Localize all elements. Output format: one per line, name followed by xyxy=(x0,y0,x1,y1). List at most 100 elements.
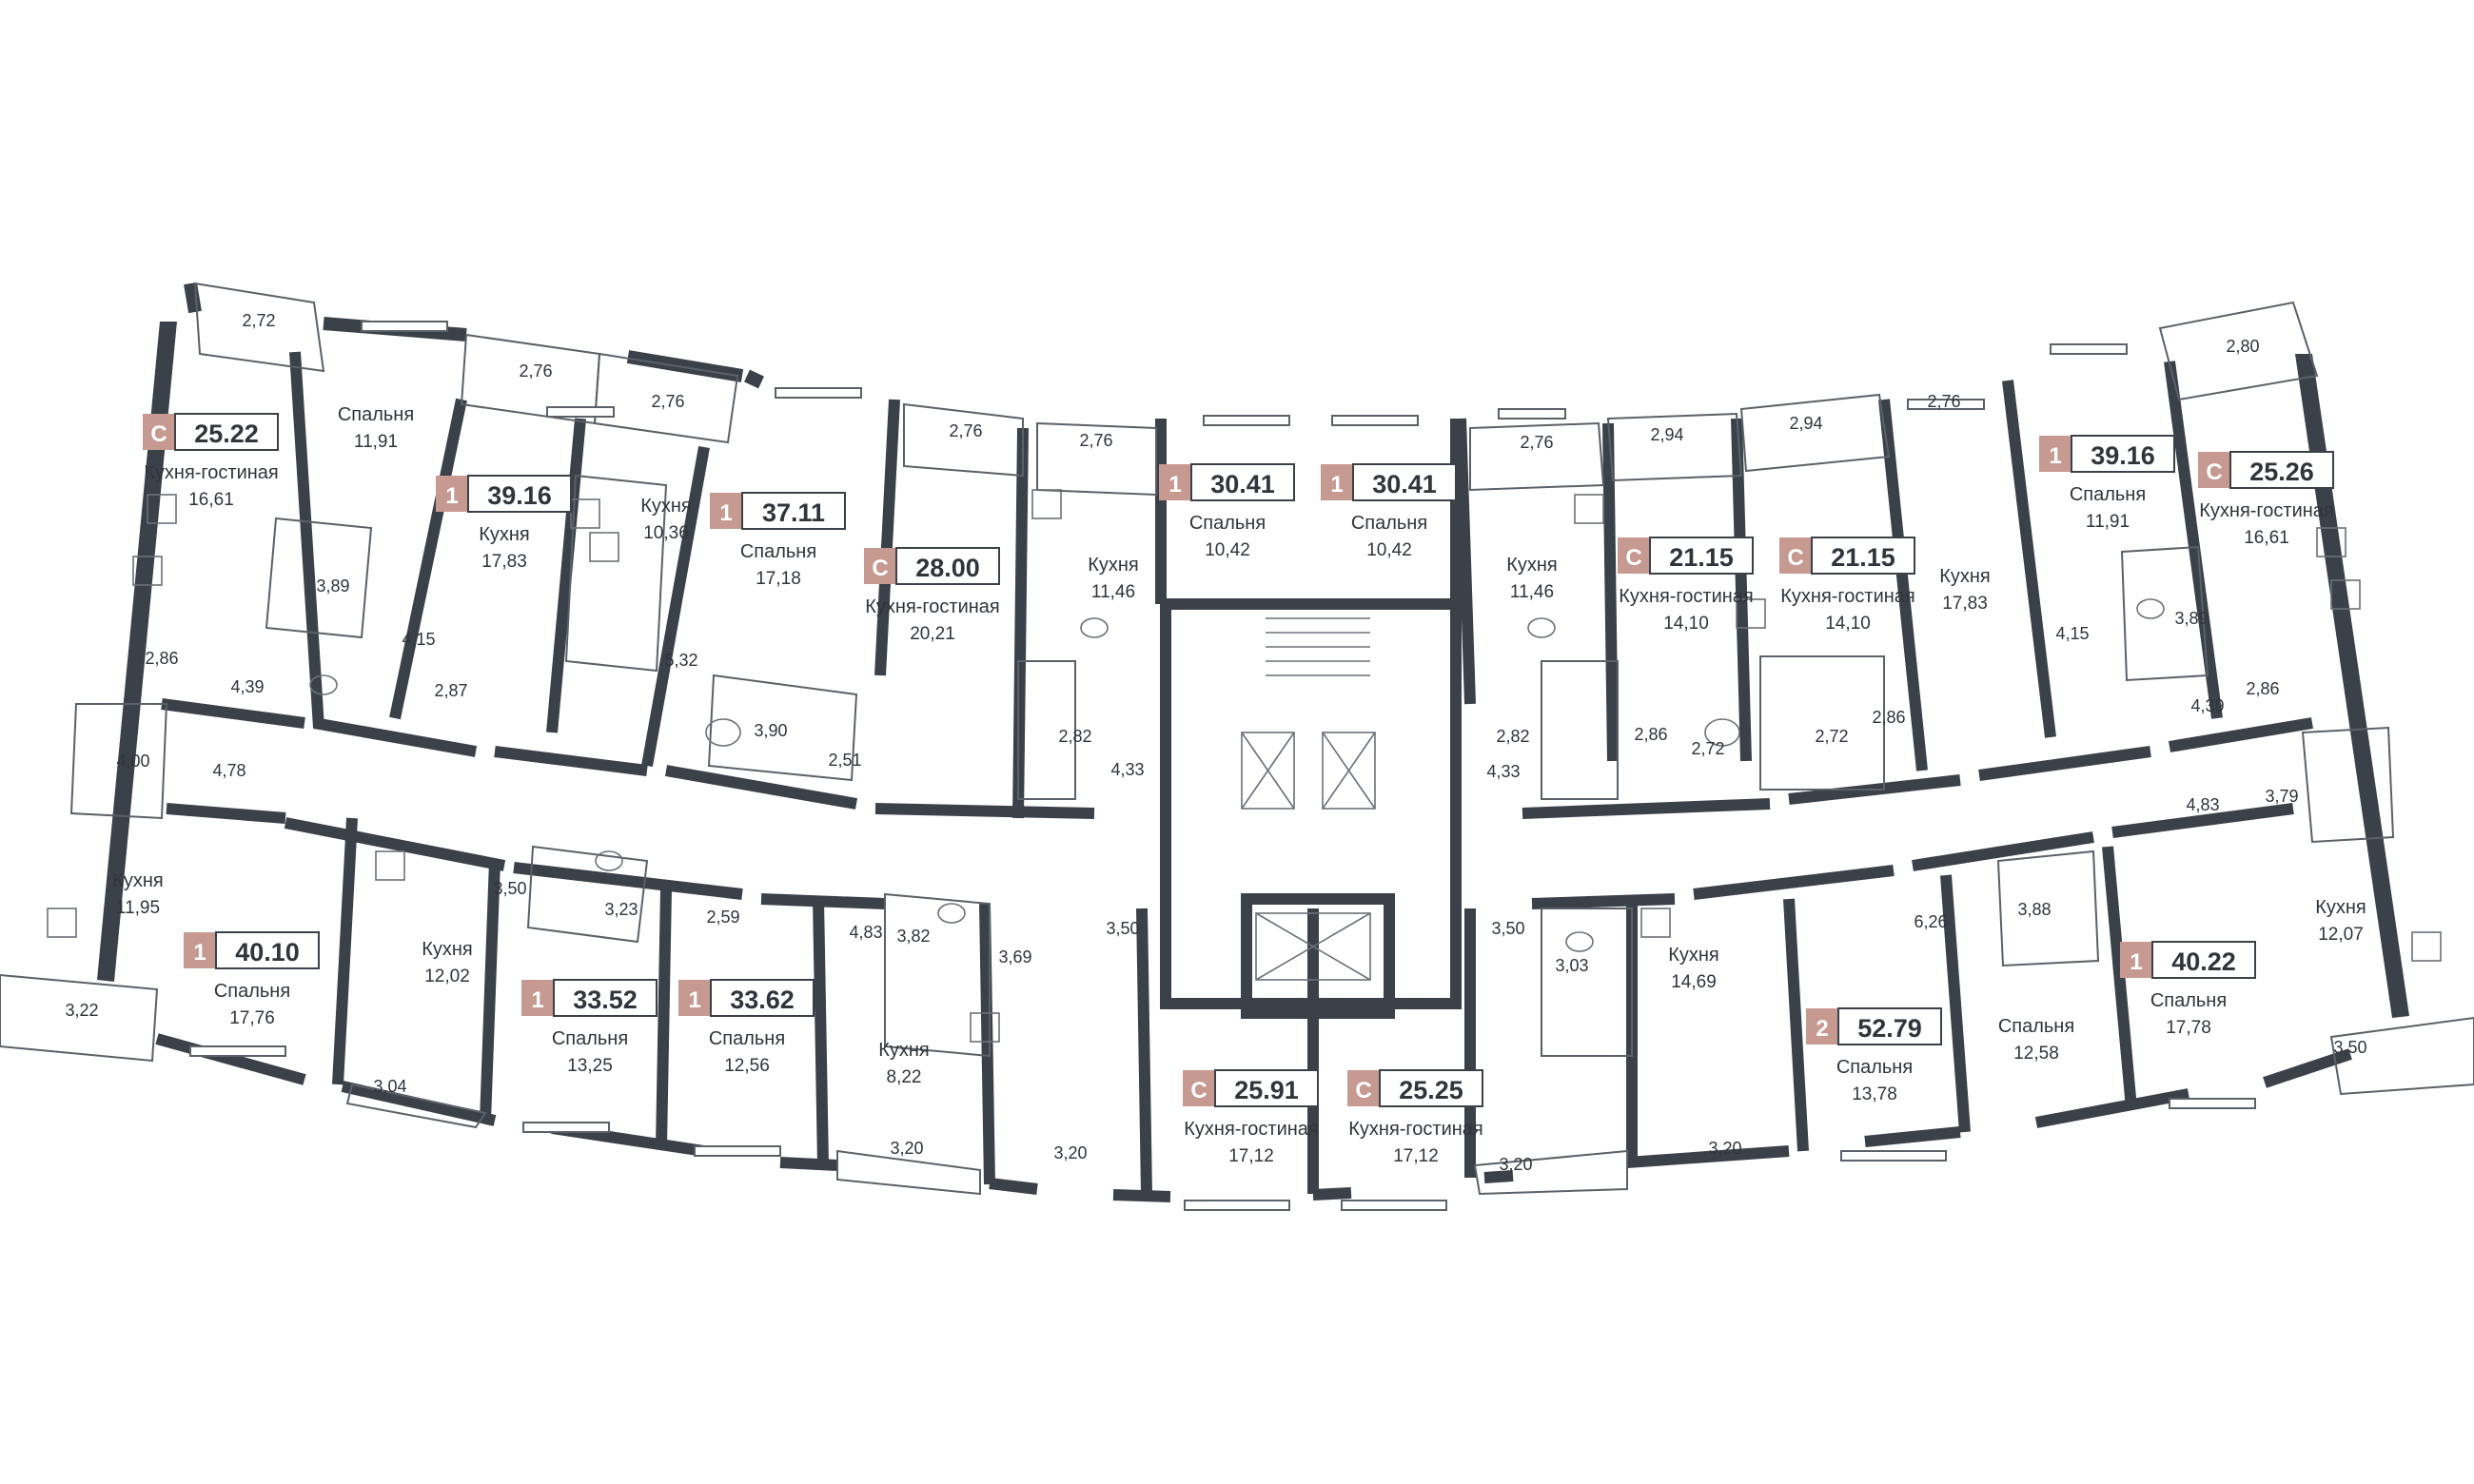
dimension-label: 3,89 xyxy=(316,576,349,596)
dimension-label: 4,00 xyxy=(116,752,149,771)
dimension-label: 4,15 xyxy=(2055,624,2089,643)
room-name: Кухня-гостиная xyxy=(2199,500,2334,521)
dimension-label: 3,20 xyxy=(1499,1155,1532,1174)
apartment-type-marker xyxy=(2039,436,2071,472)
room-area: 11,91 xyxy=(2086,512,2130,532)
room-name: Спальня xyxy=(740,541,816,562)
room-area: 11,91 xyxy=(354,432,398,452)
room-area: 11,46 xyxy=(1091,582,1135,602)
room-area: 12,56 xyxy=(724,1056,770,1076)
room-name: Спальня xyxy=(2150,990,2227,1011)
dimension-label: 3,04 xyxy=(373,1077,406,1096)
apartment-area-box xyxy=(2229,451,2334,489)
apartment-type: С xyxy=(2206,459,2222,485)
apartment-type-marker xyxy=(184,932,216,968)
room-name: Спальня xyxy=(214,981,290,1002)
dimension-label: 2,94 xyxy=(1789,414,1822,433)
apartment-area-box xyxy=(1837,1007,1942,1045)
apartment-area: 33.52 xyxy=(573,986,638,1014)
dimension-label: 2,76 xyxy=(1927,392,1960,411)
apartment-type: 1 xyxy=(688,987,700,1013)
apartment-type-marker xyxy=(143,414,175,450)
apartment-area-box xyxy=(553,979,658,1017)
apartment-area: 40.10 xyxy=(235,938,300,967)
apartment-type: 1 xyxy=(531,987,543,1013)
apartment-area: 21.15 xyxy=(1669,543,1734,572)
room-name: Спальня xyxy=(1836,1057,1913,1078)
apartment-type-marker xyxy=(436,476,468,512)
apartment-area: 25.22 xyxy=(194,420,259,448)
apartment-type-marker xyxy=(710,493,742,529)
apartment-type: 1 xyxy=(445,483,458,509)
room-name: Кухня xyxy=(1939,566,1991,587)
room-area: 17,12 xyxy=(1228,1146,1274,1166)
room-name: Кухня-гостиная xyxy=(1780,586,1915,607)
room-name: Кухня xyxy=(1506,555,1558,576)
top-wall-left xyxy=(184,282,764,389)
bottom-wall xyxy=(155,1033,2352,1202)
apartment-area: 25.25 xyxy=(1399,1076,1463,1104)
room-area: 14,69 xyxy=(1671,972,1717,992)
dimension-label: 3,90 xyxy=(754,721,787,740)
room-name: Кухня xyxy=(640,496,692,517)
dimension-label: 3,89 xyxy=(2174,609,2208,628)
room-name: Кухня xyxy=(1088,555,1139,576)
apartment-type: С xyxy=(150,421,167,447)
apartment-type-marker xyxy=(1618,537,1650,574)
apartment-area: 25.91 xyxy=(1234,1076,1299,1104)
dimension-label: 2,82 xyxy=(1496,727,1529,746)
dimension-label: 4,33 xyxy=(1486,762,1520,781)
room-area: 14,10 xyxy=(1825,614,1871,634)
room-name: Кухня-гостиная xyxy=(865,596,1000,617)
dimension-label: 3,50 xyxy=(1491,919,1524,938)
room-name: Спальня xyxy=(552,1028,628,1049)
dimension-label: 2,87 xyxy=(434,681,467,700)
dimension-label: 2,72 xyxy=(1815,727,1848,746)
dimension-label: 2,59 xyxy=(706,908,739,927)
room-name: Спальня xyxy=(1351,513,1427,534)
dimension-label: 2,76 xyxy=(519,361,552,381)
dimension-label: 4,83 xyxy=(2186,795,2219,814)
room-area: 12,58 xyxy=(2013,1044,2059,1064)
room-name: Кухня-гостиная xyxy=(1619,586,1754,607)
room-area: 16,61 xyxy=(2244,528,2289,548)
apartment-type: 1 xyxy=(2049,443,2061,469)
windows xyxy=(189,321,2256,1211)
dimension-label: 4,33 xyxy=(1110,760,1144,779)
room-name: Спальня xyxy=(1189,513,1266,534)
apartment-area: 30.41 xyxy=(1372,470,1437,498)
dimension-label: 3,20 xyxy=(890,1139,923,1158)
room-area: 8,22 xyxy=(887,1067,922,1087)
dimension-label: 3,22 xyxy=(65,1001,98,1020)
room-name: Кухня xyxy=(422,939,473,960)
room-name: Спальня xyxy=(1998,1016,2074,1037)
apartment-type-marker xyxy=(1159,464,1191,500)
apartment-type: С xyxy=(872,556,888,581)
dimension-label: 3,50 xyxy=(493,879,526,898)
dimension-label: 3,69 xyxy=(998,947,1031,967)
room-area: 17,12 xyxy=(1393,1146,1439,1166)
room-name: Спальня xyxy=(2070,484,2146,505)
apartment-type: 1 xyxy=(1168,472,1181,498)
apartment-area-box xyxy=(1190,463,1295,501)
room-name: Кухня xyxy=(479,524,530,545)
apartment-area: 21.15 xyxy=(1831,543,1895,572)
dimension-label: 2,76 xyxy=(651,392,684,411)
apartment-type: 1 xyxy=(2130,949,2142,975)
dimension-label: 5,32 xyxy=(664,651,697,670)
apartment-type-marker xyxy=(1347,1070,1380,1106)
